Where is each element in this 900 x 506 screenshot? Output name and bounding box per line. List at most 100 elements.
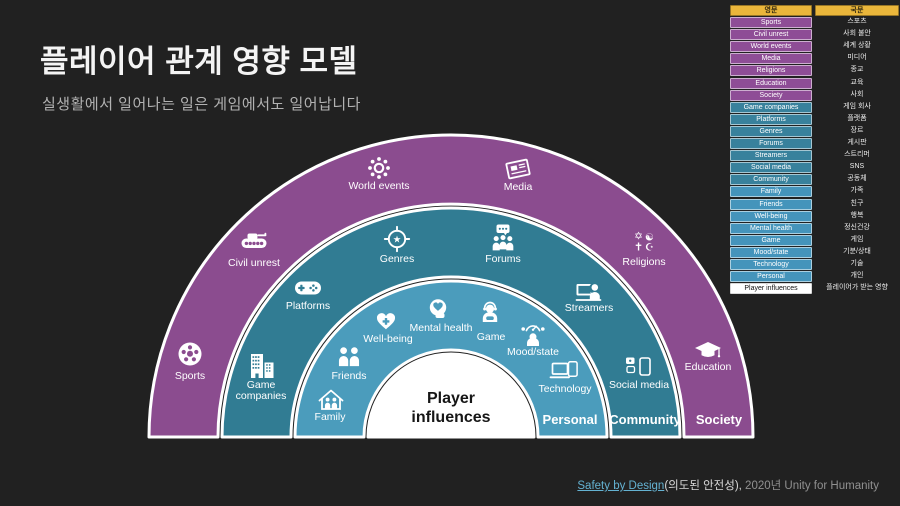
item-label: Family — [315, 411, 347, 423]
diagram-item-mood-state: Mood/state — [507, 325, 559, 358]
legend-cell-ko: 행복 — [850, 211, 864, 219]
legend-cell-ko: 장르 — [850, 126, 864, 134]
item-label: Media — [504, 181, 533, 193]
title-block: 플레이어 관계 영향 모델 실생활에서 일어나는 일은 게임에서도 일어납니다 — [40, 36, 361, 114]
legend-cell-ko: 친구 — [850, 199, 864, 207]
legend-cell-en: Game companies — [730, 101, 812, 113]
diagram-item-religions: ✡ ☯ ✝ ☪ Religions — [622, 231, 665, 269]
legend-cell-ko: SNS — [849, 163, 865, 171]
svg-text:☯: ☯ — [645, 233, 654, 244]
item-label: Sports — [175, 370, 205, 382]
item-label: Friends — [331, 370, 366, 382]
house-family-icon — [318, 389, 344, 410]
diagram-item-well-being: Well-being — [363, 313, 413, 345]
ring-society — [147, 133, 755, 439]
diagram-item-sports: Sports — [175, 342, 205, 382]
diagram-item-genres: ★ Genres — [380, 225, 414, 265]
legend-cell-en: Media — [730, 53, 812, 65]
legend-cell-ko: 스포츠 — [847, 18, 867, 26]
legend-cell-ko: 게임 회사 — [843, 102, 871, 110]
item-label-line2: companies — [236, 390, 287, 402]
legend-cell-ko: 스트리머 — [844, 151, 870, 159]
legend-cell-en: Personal — [730, 271, 812, 283]
item-label: Technology — [538, 383, 592, 395]
legend-cell-en: Game — [730, 234, 812, 246]
legend-cell-ko: 게시판 — [847, 139, 867, 147]
attribution-rest: 2020년 Unity for Humanity — [741, 480, 879, 492]
legend-cell-en: Civil unrest — [730, 29, 812, 41]
item-label: Game — [477, 331, 506, 343]
diagram-item-world-events: World events — [348, 157, 410, 192]
item-label: Streamers — [565, 302, 613, 314]
laptop-phone-icon — [549, 360, 578, 379]
legend-cell-en: Community — [730, 174, 812, 186]
ring-label-personal: Personal — [543, 412, 598, 427]
item-label: World events — [348, 180, 409, 192]
mood-gauge-icon — [521, 325, 545, 346]
head-heart-icon — [429, 299, 447, 318]
gamepad-icon — [295, 281, 321, 295]
streamer-desk-icon — [575, 282, 602, 301]
legend-cell-en: Sports — [730, 17, 812, 29]
diagram-item-mental-health: Mental health — [409, 299, 473, 334]
legend-cell-ko: 공동체 — [847, 175, 867, 183]
phone-bubbles-icon — [626, 357, 651, 376]
page-subtitle: 실생활에서 일어나는 일은 게임에서도 일어납니다 — [42, 96, 361, 113]
legend-header-en: 영문 — [730, 5, 812, 16]
people-chat-icon — [492, 224, 514, 251]
diagram-item-family: Family — [315, 389, 347, 423]
item-label: Genres — [380, 253, 414, 265]
legend-cell-ko: 종교 — [850, 66, 864, 74]
legend-cell-en: Friends — [730, 198, 812, 210]
legend-cell-ko: 사회 불안 — [843, 30, 871, 38]
safety-by-design-link[interactable]: Safety by Design — [577, 480, 665, 492]
attribution: Safety by Design(의도된 안전성), 2020년 Unity f… — [577, 477, 879, 493]
legend-cell-en: Technology — [730, 258, 812, 270]
page-title: 플레이어 관계 영향 모델 — [40, 44, 358, 79]
legend-cell-en: Religions — [730, 65, 812, 77]
item-label: Civil unrest — [228, 257, 280, 269]
diagram-item-platforms: Platforms — [286, 281, 330, 312]
svg-text:✝: ✝ — [634, 241, 643, 254]
legend-cell-ko: 기술 — [850, 259, 864, 267]
ring-community — [220, 206, 682, 439]
graduation-cap-icon — [695, 342, 721, 358]
item-label: Education — [685, 361, 732, 373]
legend-cell-ko: 교육 — [850, 78, 864, 86]
item-label: Religions — [622, 256, 665, 268]
item-label: Forums — [485, 253, 521, 265]
diagram-item-forums: Forums — [485, 224, 521, 265]
svg-text:✡: ✡ — [634, 231, 643, 243]
newspaper-icon — [505, 158, 531, 180]
crosshair-star-icon: ★ — [383, 225, 411, 253]
legend-cell-en: Social media — [730, 162, 812, 174]
legend-cell-en: Family — [730, 186, 812, 198]
buildings-icon — [251, 354, 274, 378]
legend-cell-en: World events — [730, 41, 812, 53]
item-label: Well-being — [363, 333, 413, 345]
center-label-line1: Player — [427, 390, 475, 407]
attribution-korean: (의도된 안전성), — [664, 480, 742, 492]
legend-cell-en: Platforms — [730, 113, 812, 125]
diagram-item-technology: Technology — [538, 360, 592, 395]
legend-cell-en: Streamers — [730, 150, 812, 162]
diagram-item-civil-unrest: Civil unrest — [228, 232, 280, 269]
legend-cell-en: Society — [730, 89, 812, 101]
diagram-item-game-companies: Game companies — [236, 354, 287, 402]
tank-icon — [241, 232, 267, 248]
legend-cell-en: Forums — [730, 138, 812, 150]
svg-text:★: ★ — [393, 235, 402, 246]
legend-cell-ko: 게임 — [850, 235, 864, 243]
item-label: Platforms — [286, 300, 330, 312]
diagram-item-game: Game — [477, 301, 506, 343]
diagram-item-social-media: Social media — [609, 357, 669, 391]
ring-label-society: Society — [696, 412, 743, 427]
legend-cell-en: Player influences — [730, 283, 812, 295]
legend-cell-ko: 기분/상태 — [843, 247, 871, 255]
legend-cell-ko: 정신건강 — [844, 223, 870, 231]
item-label: Mood/state — [507, 346, 559, 358]
item-label-line1: Game — [247, 379, 276, 391]
legend-cell-ko: 세계 상황 — [843, 42, 871, 50]
